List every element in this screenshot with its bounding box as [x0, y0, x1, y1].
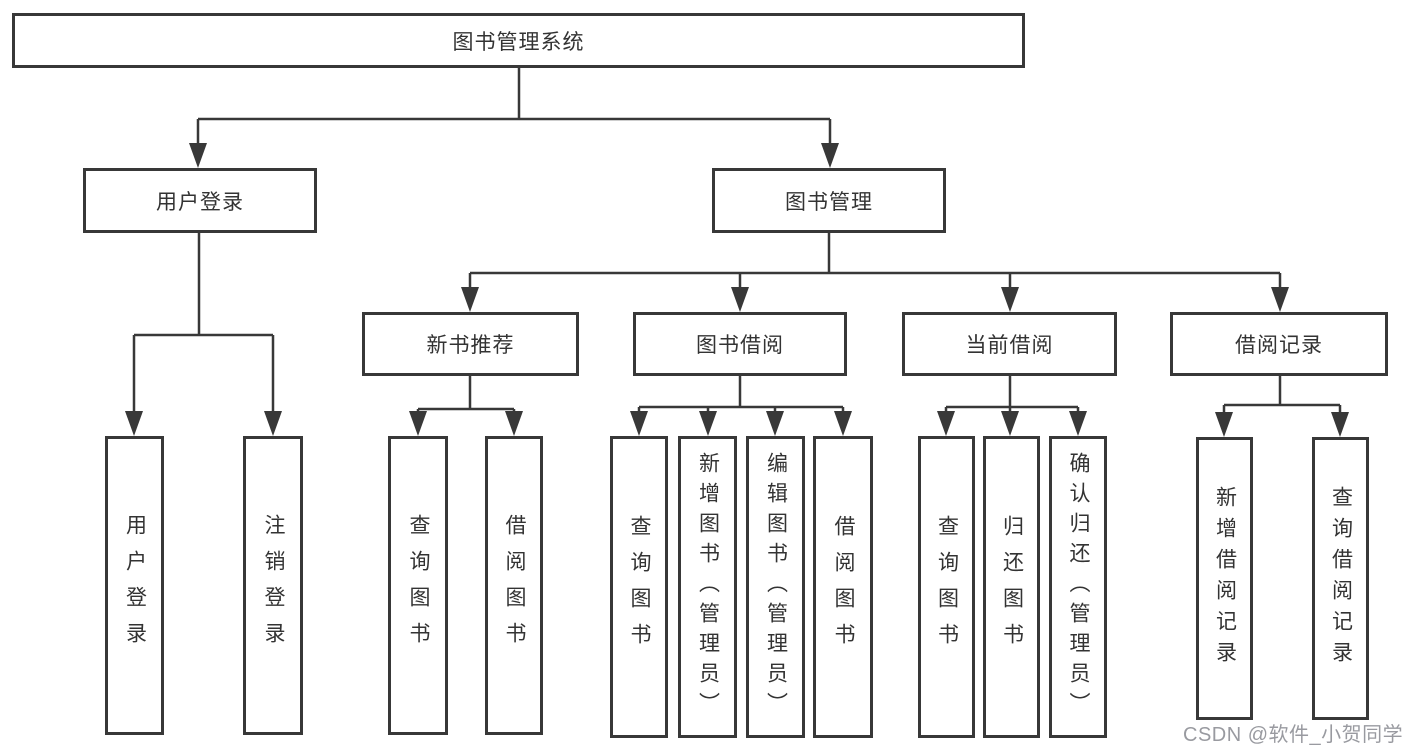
node-book-management: 图书管理: [712, 168, 946, 233]
arrowhead: [1215, 412, 1233, 437]
leaf-return-books: 归还图书: [983, 436, 1040, 738]
arrowhead: [630, 411, 648, 436]
leaf-user-login: 用户登录: [105, 436, 164, 735]
arrowhead: [1001, 287, 1019, 312]
arrowhead: [409, 411, 427, 436]
arrowhead: [937, 411, 955, 436]
leaf-edit-books-admin-label: 编辑图书（管理员）: [764, 452, 788, 722]
leaf-query-borrow-record: 查询借阅记录: [1312, 437, 1369, 720]
node-current-borrow: 当前借阅: [902, 312, 1117, 376]
arrowhead: [505, 411, 523, 436]
watermark: CSDN @软件_小贺同学: [1183, 724, 1404, 746]
arrowhead: [699, 411, 717, 436]
leaf-query-books-recommend-label: 查询图书: [407, 513, 430, 658]
leaf-add-borrow-record-label: 新增借阅记录: [1213, 485, 1237, 672]
leaf-logout: 注销登录: [243, 436, 303, 735]
arrowheads: [125, 143, 1349, 437]
leaf-query-books-current-label: 查询图书: [935, 515, 959, 659]
node-user-login-label: 用户登录: [156, 190, 244, 214]
node-current-borrow-label: 当前借阅: [965, 334, 1054, 357]
leaf-query-books-borrow-label: 查询图书: [628, 515, 651, 659]
arrowhead: [834, 411, 852, 436]
leaf-borrow-books-recommend-label: 借阅图书: [503, 513, 526, 658]
tree-edges: [132, 68, 1342, 414]
leaf-borrow-books: 借阅图书: [813, 436, 873, 738]
leaf-logout-label: 注销登录: [262, 513, 285, 658]
leaf-query-books-current: 查询图书: [918, 436, 975, 738]
arrowhead: [189, 143, 207, 168]
node-new-book-recommend-label: 新书推荐: [426, 334, 515, 357]
arrowhead: [821, 143, 839, 168]
arrowhead: [731, 287, 749, 312]
node-borrow-records-label: 借阅记录: [1235, 334, 1323, 357]
arrowhead: [1271, 287, 1289, 312]
node-new-book-recommend: 新书推荐: [362, 312, 579, 376]
node-book-borrow-label: 图书借阅: [696, 334, 784, 357]
leaf-borrow-books-recommend: 借阅图书: [485, 436, 543, 735]
arrowhead: [264, 411, 282, 436]
leaf-query-books-borrow: 查询图书: [610, 436, 668, 738]
arrowhead: [766, 411, 784, 436]
arrowhead: [125, 411, 143, 436]
arrowhead: [1069, 411, 1087, 436]
leaf-query-borrow-record-label: 查询借阅记录: [1329, 485, 1353, 672]
leaf-return-books-label: 归还图书: [1000, 515, 1024, 659]
leaf-edit-books-admin: 编辑图书（管理员）: [746, 436, 805, 738]
node-book-management-label: 图书管理: [785, 190, 873, 214]
arrowhead: [461, 287, 479, 312]
node-book-borrow: 图书借阅: [633, 312, 847, 376]
leaf-confirm-return-admin: 确认归还（管理员）: [1049, 436, 1107, 738]
leaf-query-books-recommend: 查询图书: [388, 436, 448, 735]
leaf-user-login-label: 用户登录: [123, 513, 147, 658]
leaf-add-borrow-record: 新增借阅记录: [1196, 437, 1253, 720]
node-root-label: 图书管理系统: [452, 30, 585, 54]
node-borrow-records: 借阅记录: [1170, 312, 1388, 376]
node-root: 图书管理系统: [12, 13, 1025, 68]
arrowhead: [1001, 411, 1019, 436]
node-user-login: 用户登录: [83, 168, 317, 233]
leaf-confirm-return-admin-label: 确认归还（管理员）: [1067, 452, 1090, 722]
leaf-add-books-admin-label: 新增图书（管理员）: [696, 452, 720, 722]
arrowhead: [1331, 412, 1349, 437]
leaf-add-books-admin: 新增图书（管理员）: [678, 436, 737, 738]
leaf-borrow-books-label: 借阅图书: [832, 515, 855, 659]
